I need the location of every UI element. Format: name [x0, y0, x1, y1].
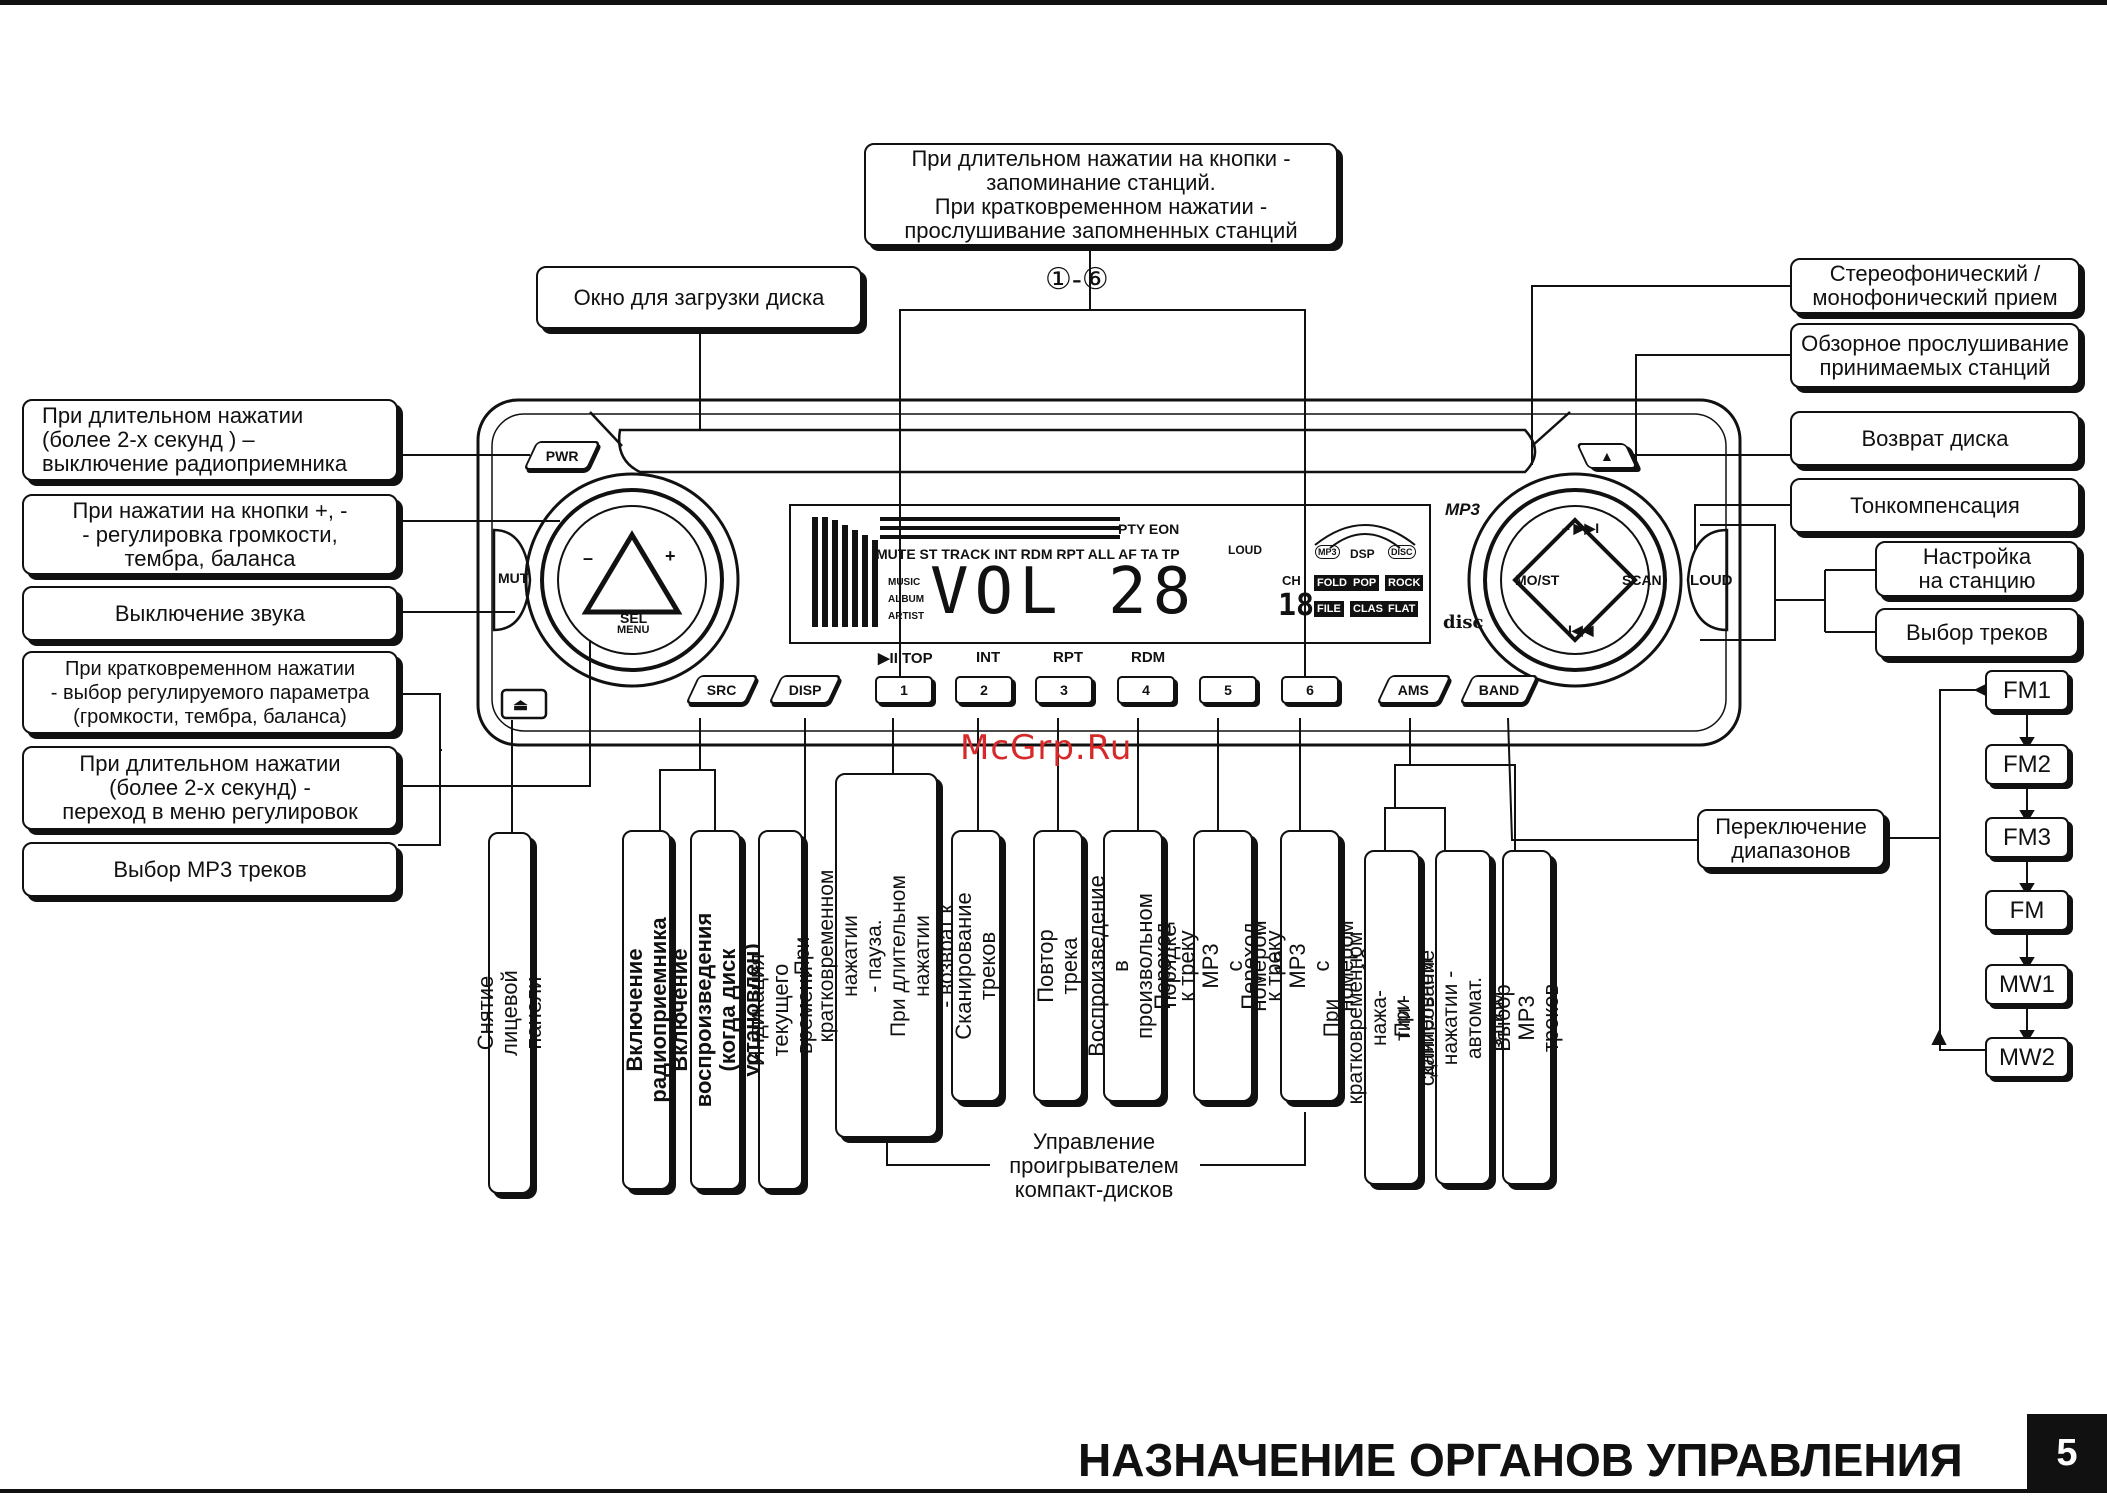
band-fm1: FM1	[1985, 670, 2069, 711]
lcd-main-text: VOL 28	[930, 555, 1198, 629]
bottom-rule	[0, 1489, 2107, 1493]
band-mw2: MW2	[1985, 1037, 2069, 1078]
vcallout-btn5: Переход к треку MP3 с номером -10	[1150, 830, 1295, 1102]
vcallout-clock: Индикация текущего времени	[744, 830, 817, 1190]
vcallout-play-on: Включение воспроизведения (когда диск ус…	[667, 830, 764, 1190]
vcallout-btn2: Сканирование треков	[951, 830, 1001, 1102]
callout-band-switch: Переключение диапазонов	[1697, 809, 1885, 869]
preset-4-label: RDM	[1131, 649, 1166, 666]
callout-volume: При нажатии на кнопки +, - - регулировка…	[22, 494, 398, 575]
preset-5-button[interactable]: 5	[1199, 676, 1257, 704]
preset-1-button[interactable]: 1	[875, 676, 933, 704]
lcd-eq-fold: FOLD	[1314, 575, 1350, 591]
callout-eject: Возврат диска	[1790, 411, 2080, 466]
callout-sel-short: При кратковременном нажатии - выбор регу…	[22, 651, 398, 734]
sel-button-label[interactable]: SEL	[620, 610, 648, 626]
band-fm: FM	[1985, 890, 2069, 931]
loud-button-shape	[1686, 528, 1729, 632]
panel-release-icon: ⏏	[513, 697, 529, 714]
preset-3-button[interactable]: 3	[1035, 676, 1093, 704]
prev-track-icon[interactable]: I◀◀	[1568, 622, 1594, 638]
callout-preset-buttons: При длительном нажатии на кнопки - запом…	[864, 143, 1338, 246]
loud-button[interactable]: LOUD	[1690, 572, 1733, 589]
vcallout-btn3: Повтор трека	[1033, 830, 1083, 1102]
preset-2-label: INT	[976, 649, 1001, 666]
panel-release-button	[500, 688, 548, 720]
lcd-ch-number: 18	[1278, 588, 1315, 623]
volume-minus-label[interactable]: –	[583, 548, 594, 568]
lcd-mp3-badge: MP3	[1315, 545, 1340, 559]
callout-tune: Настройка на станцию	[1875, 541, 2079, 597]
volume-knob-ring	[524, 472, 740, 688]
preset-2-button[interactable]: 2	[955, 676, 1013, 704]
vcallout-radio-on: Включение радиоприемника	[622, 830, 671, 1190]
top-rule	[0, 0, 2107, 5]
eject-icon: ▲	[1600, 448, 1614, 464]
most-button[interactable]: MO/ST	[1515, 572, 1560, 588]
vcallout-panel-remove: Снятие лицевой панели	[473, 832, 546, 1194]
vcallout-btn1: При кратковременном нажатии - пауза. При…	[791, 773, 982, 1138]
callout-track-select: Выбор треков	[1875, 608, 2079, 658]
lcd-eq-file: FILE	[1314, 601, 1344, 617]
callout-disc-slot: Окно для загрузки диска	[536, 266, 862, 329]
lcd-music: MUSIC	[888, 577, 921, 588]
lcd-display	[789, 504, 1431, 644]
callout-cd-control: Управление проигрывателем компакт-дисков	[1009, 1129, 1179, 1202]
vcallout-band-mp3: Выбор MP3 треков	[1490, 850, 1563, 1185]
nav-knob-ring	[1467, 472, 1683, 688]
band-fm2: FM2	[1985, 744, 2069, 785]
lcd-eq-rock: ROCK	[1385, 575, 1424, 591]
lcd-ch: CH	[1282, 573, 1301, 588]
callout-mp3-select-left: Выбор MP3 треков	[22, 842, 398, 897]
lcd-loud: LOUD	[1228, 543, 1262, 557]
vcallout-ams-short: При кратковременном нажа- тии - сканиров…	[1320, 850, 1463, 1185]
callout-mute: Выключение звука	[22, 586, 398, 641]
band-mw1: MW1	[1985, 964, 2069, 1005]
callout-scan: Обзорное прослушивание принимаемых станц…	[1790, 323, 2080, 388]
volume-knob	[540, 488, 724, 672]
lcd-disc-badge: DISC	[1388, 545, 1416, 559]
band-fm3: FM3	[1985, 817, 2069, 858]
mut-button[interactable]: MUT	[498, 570, 529, 586]
pwr-button[interactable]: PWR	[523, 441, 601, 470]
preset-4-button[interactable]: 4	[1117, 676, 1175, 704]
disc-slot	[617, 428, 1537, 474]
scan-button[interactable]: SCAN	[1622, 572, 1662, 588]
lcd-indicators: MUTE ST TRACK INT RDM RPT ALL AF TA TP	[876, 546, 1180, 562]
lcd-dsp: DSP	[1350, 547, 1375, 561]
lcd-eq-clas: CLAS	[1350, 601, 1386, 617]
preset-1-label: ▶II TOP	[878, 650, 933, 667]
vcallout-btn6: Переход к треку MP3 с номером +10	[1237, 830, 1382, 1102]
callout-stereo: Стереофонический / монофонический прием	[1790, 258, 2080, 314]
volume-plus-label[interactable]: +	[665, 546, 676, 566]
vcallout-ams-long: При длительном нажатии - автомат. запом.…	[1391, 850, 1534, 1185]
lcd-eq-pop: POP	[1350, 575, 1380, 591]
sel-menu-triangle	[581, 530, 683, 615]
callout-pwr: При длительном нажатии (более 2-х секунд…	[22, 399, 398, 481]
watermark: McGrp.Ru	[960, 728, 1133, 768]
mut-button-shape	[492, 528, 532, 632]
band-button[interactable]: BAND	[1459, 675, 1539, 704]
callout-sel-long: При длительном нажатии (более 2-х секунд…	[22, 746, 398, 830]
preset-range-label: ①-⑥	[1045, 263, 1109, 296]
nav-diamond	[1512, 517, 1638, 643]
preset-3-label: RPT	[1053, 649, 1083, 666]
vcallout-btn4: Воспроизведение в произвольном порядке	[1084, 830, 1181, 1102]
callout-loud: Тонкомпенсация	[1790, 478, 2080, 533]
lcd-pty-eon: PTY EON	[1118, 521, 1180, 537]
lcd-album: ALBUM	[888, 594, 925, 605]
preset-6-button[interactable]: 6	[1281, 676, 1339, 704]
page-number: 5	[2027, 1414, 2107, 1492]
faceplate-outer	[476, 398, 1742, 747]
lcd-artist: ARTIST	[888, 611, 925, 622]
next-track-icon[interactable]: – ▶▶I	[1562, 520, 1600, 536]
page-title: НАЗНАЧЕНИЕ ОРГАНОВ УПРАВЛЕНИЯ	[1078, 1434, 1963, 1486]
mp3-logo: MP3	[1445, 500, 1480, 519]
compact-disc-logo: disc	[1443, 612, 1484, 633]
menu-label: MENU	[617, 624, 650, 636]
lcd-eq-flat: FLAT	[1385, 601, 1419, 617]
